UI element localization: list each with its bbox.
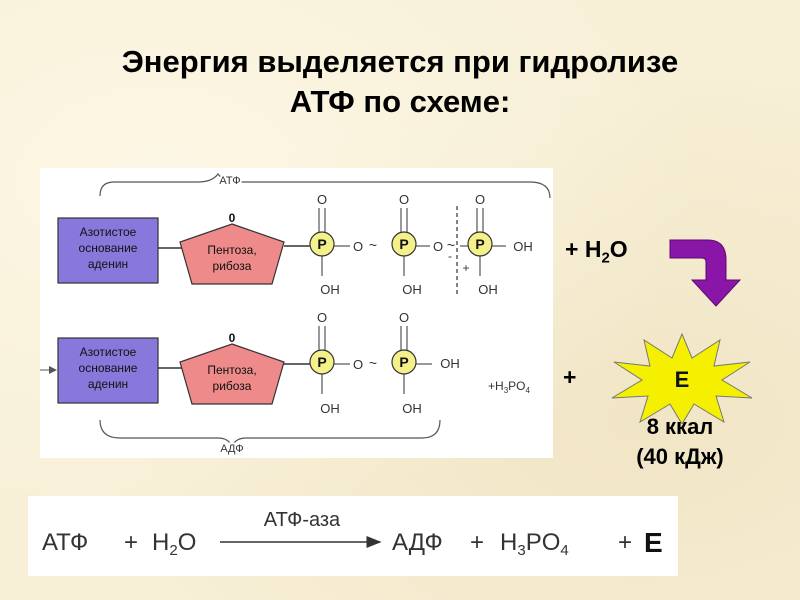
ribose-label-2: рибоза [213,259,252,273]
atp-brace-label: АТФ [219,175,240,187]
adenine-base-atp [57,217,159,284]
title-line-1: Энергия выделяется при гидролизе [121,44,679,79]
p3-symbol: P [475,236,484,252]
p2-symbol: P [399,236,408,252]
diagram-canvas: АТФ Азотистое основание аденин 0 Пентоза… [40,173,551,457]
adp-p2-top-oxygen: O [399,310,409,325]
p1-symbol: P [317,236,326,252]
cleavage-plus: + [462,261,469,275]
summary-equation: АТФ + H2O АТФ-аза АДФ + H3PO4 + E [28,496,678,576]
eq-atp: АТФ [42,529,88,556]
energy-symbol: E [675,367,690,392]
adp-p2-symbol: P [399,354,408,370]
energy-caption: 8 ккал (40 кДж) [604,412,756,472]
adp-p2-oh-bottom: OH [402,401,422,416]
water-prefix: + H [565,236,602,262]
adenine-label-2: основание [79,241,138,255]
adp-p1-symbol: P [317,354,326,370]
reaction-arrow-icon [669,239,742,307]
p1-oh: OH [320,282,340,297]
adp-brace [99,419,441,448]
eq-enzyme: АТФ-аза [264,509,341,531]
adenine-adp-label-2: основание [79,361,138,375]
eq-energy: E [644,527,663,558]
p3-oh-bottom: OH [478,282,498,297]
ribose-adp-label-2: рибоза [213,379,252,393]
adp-p2-oh-right: OH [440,356,460,371]
slide-title: Энергия выделяется при гидролизе АТФ по … [0,42,800,122]
ribose-oxygen-atp: 0 [229,211,236,225]
adp-high-energy-bond: ~ [369,355,377,371]
ribose-label-1: Пентоза, [207,243,256,257]
cleavage-minus: - [448,249,452,263]
p3-top-oxygen: O [475,192,485,207]
adenine-adp-label-3: аденин [88,377,128,391]
equation-canvas: АТФ + H2O АТФ-аза АДФ + H3PO4 + E [42,509,663,559]
ribose-pentagon-adp [179,343,285,405]
p3-oh-right: OH [513,239,533,254]
adp-bridge-o: O [353,357,363,372]
ribose-oxygen-adp: 0 [229,331,236,345]
adenine-adp-label-1: Азотистое [80,345,137,359]
eq-water: H2O [152,529,196,559]
adenine-label-3: аденин [88,257,128,271]
atp-brace [99,173,551,199]
bridge-o-1: O [353,239,363,254]
energy-plus-sign: + [563,364,577,390]
adp-p1-top-oxygen: O [317,310,327,325]
high-energy-bond-1: ~ [369,237,377,253]
p2-top-oxygen: O [399,192,409,207]
eq-plus-3: + [618,529,632,556]
eq-plus-1: + [124,529,138,556]
water-addition: + H2O [565,236,628,267]
adp-brace-label: АДФ [220,443,243,455]
ribose-pentagon-atp [179,223,285,285]
ribose-adp-label-1: Пентоза, [207,363,256,377]
energy-kj: (40 кДж) [636,444,724,469]
bridge-o-2: O [433,239,443,254]
adenine-label-1: Азотистое [80,225,137,239]
adenine-base-adp [57,337,159,404]
water-suffix: O [609,236,628,262]
eq-adp: АДФ [392,529,443,556]
high-energy-bond-2: ~ [447,237,455,253]
energy-starburst-icon: E [611,332,753,424]
phosphoric-acid-label: +H3PO4 [488,379,530,395]
eq-phosphoric-acid: H3PO4 [500,529,569,559]
energy-kcal: 8 ккал [646,414,714,439]
adp-p1-oh: OH [320,401,340,416]
atp-hydrolysis-diagram: АТФ Азотистое основание аденин 0 Пентоза… [40,168,553,458]
title-line-2: АТФ по схеме: [289,84,511,119]
p2-oh: OH [402,282,422,297]
p1-top-oxygen: O [317,192,327,207]
water-subscript: 2 [601,249,610,267]
eq-plus-2: + [470,529,484,556]
